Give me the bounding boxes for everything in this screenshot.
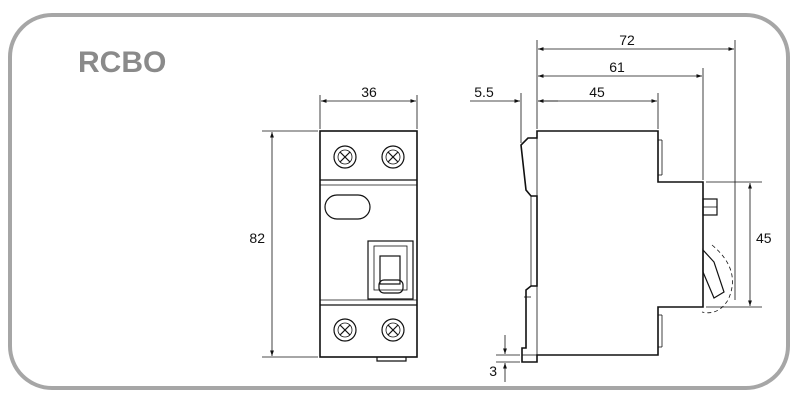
screw-icon bbox=[381, 318, 405, 342]
dim-label-depth-total: 72 bbox=[619, 32, 635, 48]
dim-label-depth-mid: 61 bbox=[609, 59, 625, 75]
diagram-title: RCBO bbox=[78, 46, 166, 79]
outer-frame bbox=[8, 13, 790, 390]
dim-label-clip-height: 3 bbox=[489, 363, 497, 379]
side-body-outline bbox=[520, 130, 704, 363]
dim-label-front-height: 82 bbox=[249, 230, 265, 246]
front-view: 36 82 bbox=[249, 84, 418, 362]
screw-icon bbox=[333, 145, 357, 169]
screw-icon bbox=[381, 145, 405, 169]
front-din-clip bbox=[376, 357, 407, 362]
indicator-window bbox=[324, 194, 371, 220]
toggle-lever-icon bbox=[367, 240, 414, 300]
screw-icon bbox=[333, 318, 357, 342]
front-body-outline bbox=[319, 130, 418, 358]
dim-label-front-step-height: 45 bbox=[756, 230, 772, 246]
side-view: 72 61 45 5.5 45 3 bbox=[470, 32, 772, 382]
dim-label-side-offset: 5.5 bbox=[474, 84, 494, 100]
dim-label-depth-body: 45 bbox=[589, 84, 605, 100]
side-toggle-lever-icon bbox=[702, 248, 725, 299]
dim-label-front-width: 36 bbox=[361, 84, 377, 100]
